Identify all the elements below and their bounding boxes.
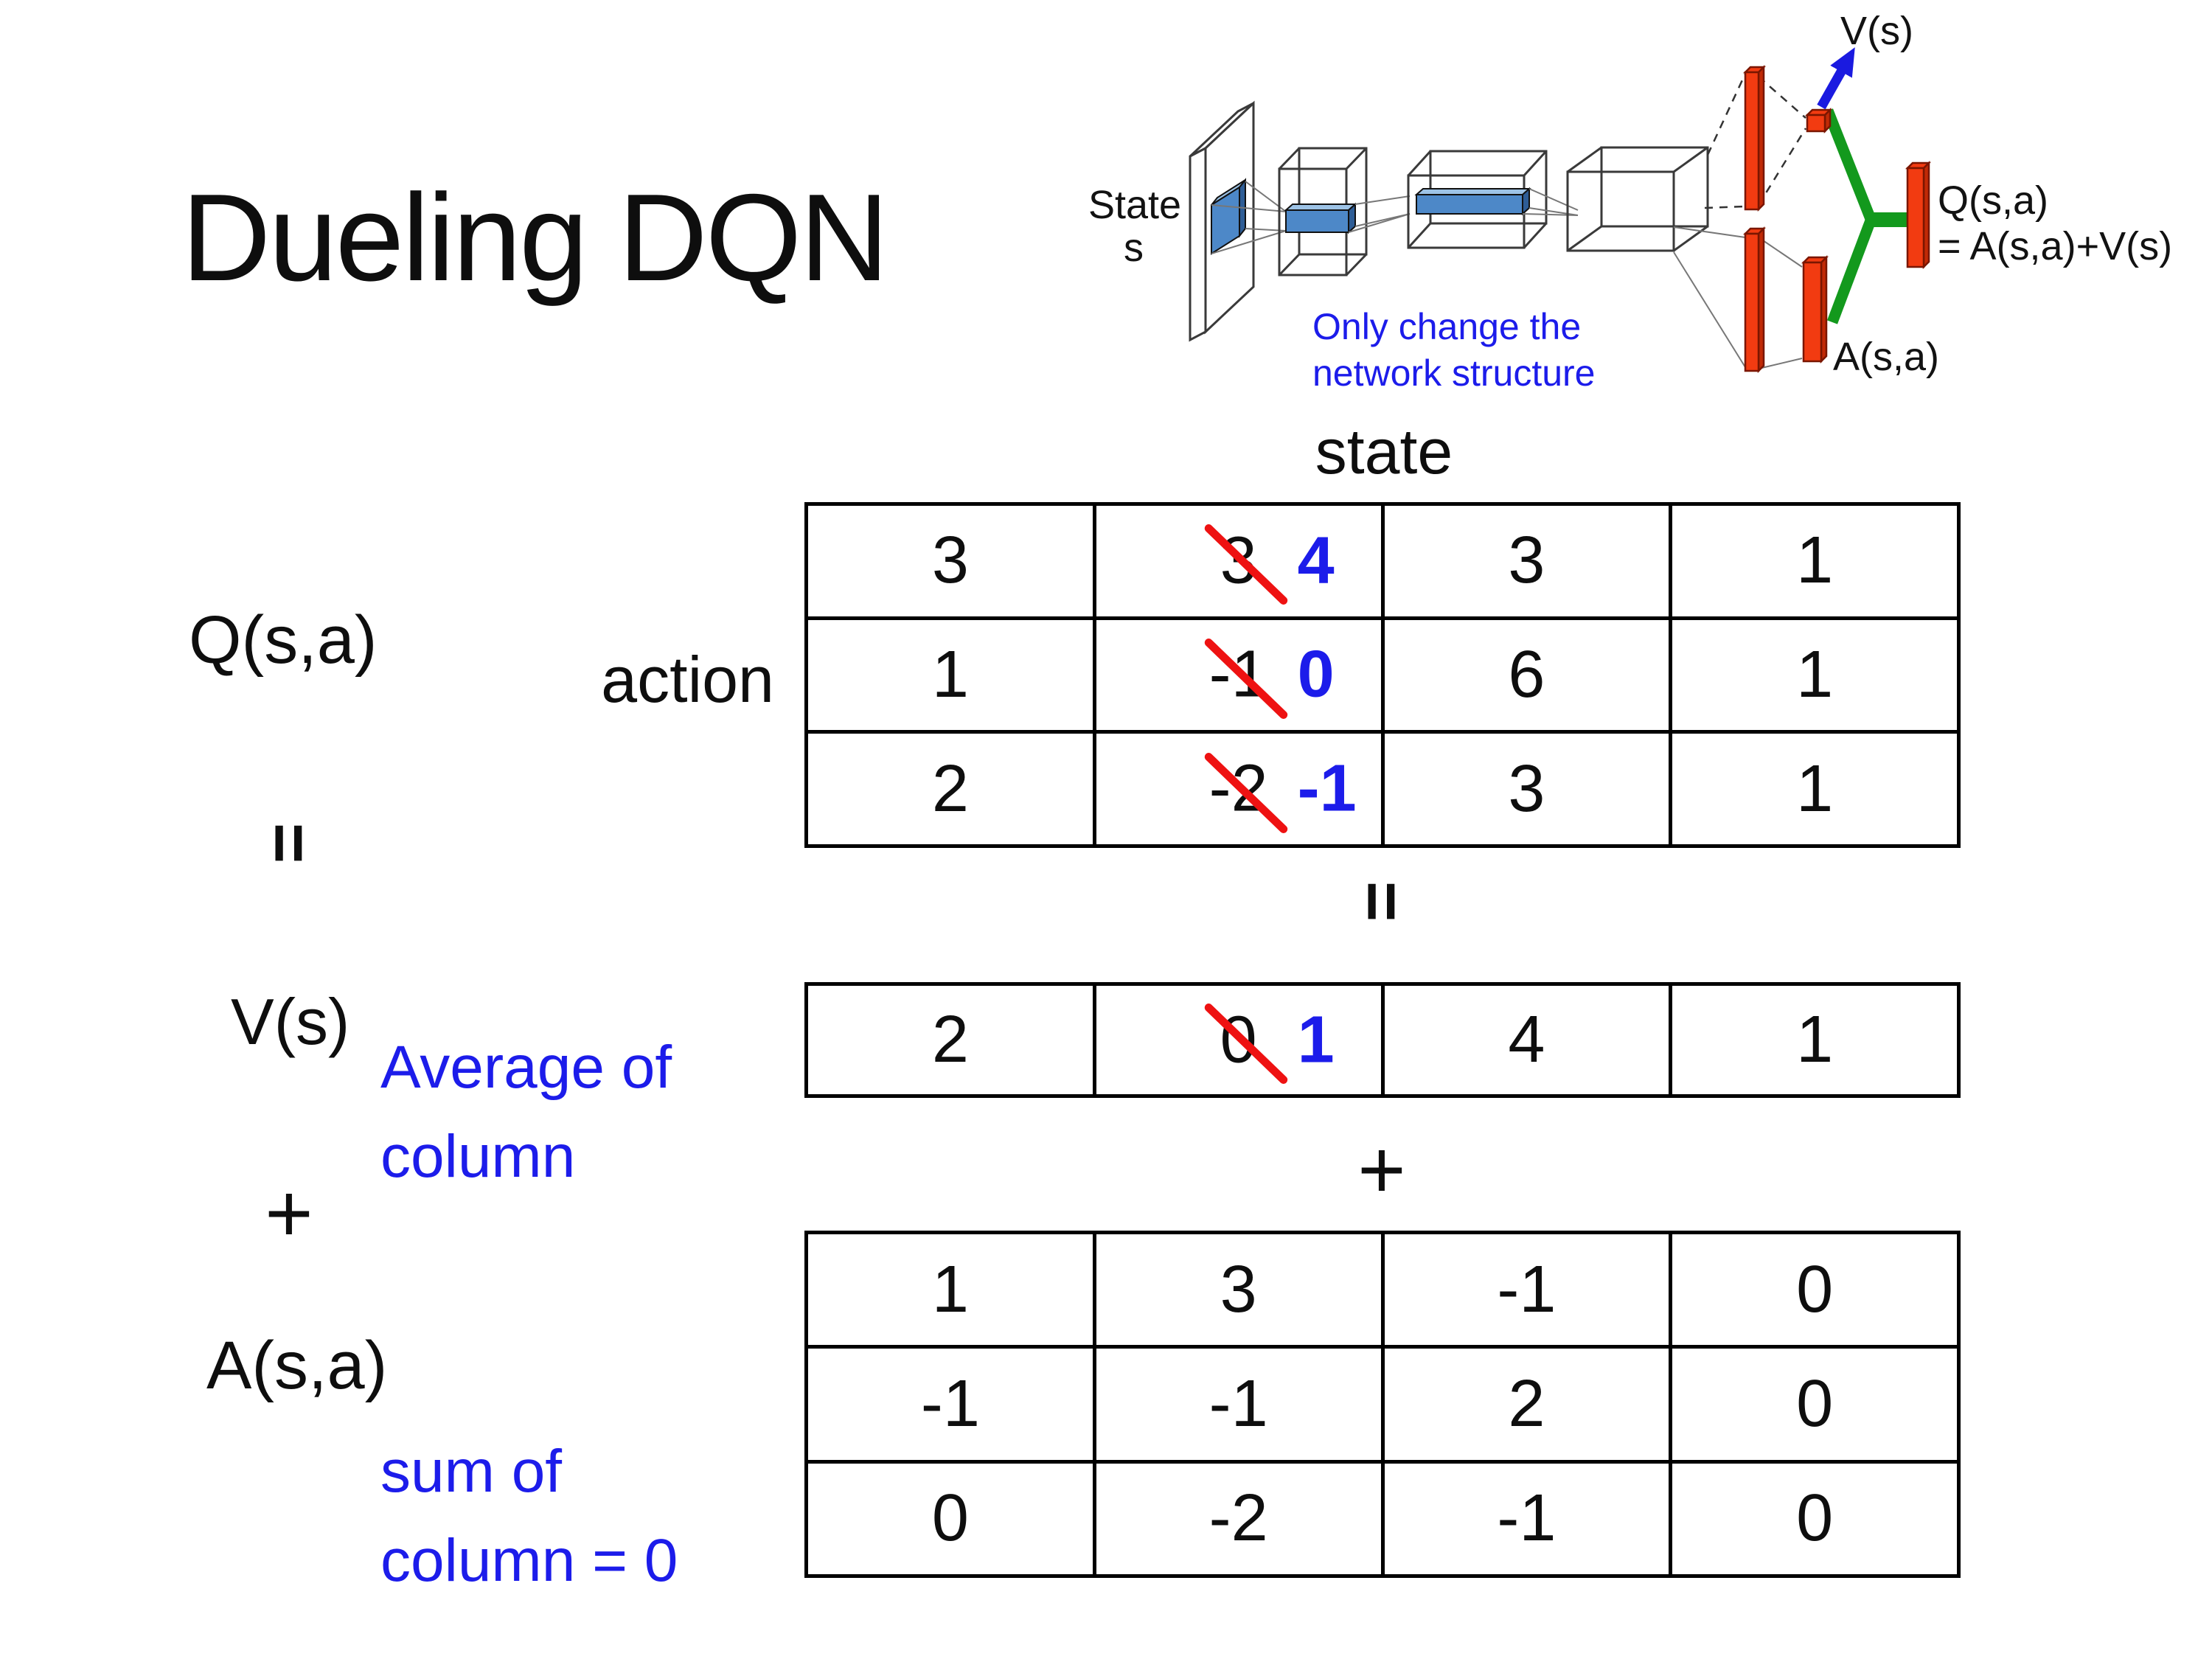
average-note: Average of column (380, 1023, 672, 1201)
equals-middle: = (1308, 849, 1455, 953)
q-cell-r3c3: 3 (1384, 734, 1673, 848)
projection-lines-2 (1348, 195, 1411, 233)
state-header: state (1315, 417, 1453, 487)
a-cell-r3c4: 0 (1672, 1463, 1961, 1578)
a-cell-r3c1: 0 (808, 1463, 1096, 1578)
q-cell-r2c3: 6 (1384, 619, 1673, 734)
merge-green-y (1823, 108, 1909, 324)
conv1-feature-bar (1284, 202, 1357, 234)
v-stream-hidden-bar (1742, 64, 1767, 212)
q-cell-r3c1: 2 (808, 734, 1096, 848)
v-cell-c2: 0 1 (1096, 986, 1385, 1098)
q-output-bar (1905, 160, 1932, 270)
fan-lines-solid (1673, 226, 1746, 368)
plus-left-glyph: + (265, 1167, 313, 1259)
fc-cube (1566, 146, 1709, 252)
a-cell-r3c2: -2 (1096, 1463, 1385, 1578)
q-function-label: Q(s,a) (189, 602, 378, 678)
action-label: action (601, 643, 774, 716)
a-cell-r1c4: 0 (1672, 1234, 1961, 1349)
diagram-note-line1: Only change the (1312, 306, 1581, 347)
v-cell-c4: 1 (1672, 986, 1961, 1098)
plus-middle: + (1308, 1119, 1455, 1222)
new-value: 1 (1297, 1003, 1335, 1077)
average-note-line1: Average of (380, 1034, 672, 1101)
diagram-state-s-label: s (1124, 226, 1144, 270)
v-function-label: V(s) (231, 985, 350, 1058)
v-cell-c1: 2 (808, 986, 1096, 1098)
old-value: -1 (1203, 636, 1290, 721)
equals-left: = (230, 795, 348, 891)
new-value: 4 (1297, 524, 1335, 598)
a-cell-r1c2: 3 (1096, 1234, 1385, 1349)
v-cell-c3: 4 (1384, 986, 1673, 1098)
q-cell-r2c2: -1 0 (1096, 619, 1385, 734)
a-table: 1 3 -1 0 -1 -1 2 0 0 -2 -1 0 (804, 1231, 1961, 1578)
a-cell-r2c4: 0 (1672, 1349, 1961, 1464)
conv-filter-box (1211, 178, 1246, 255)
q-cell-r1c1: 3 (808, 506, 1096, 620)
a-cell-r2c2: -1 (1096, 1349, 1385, 1464)
diagram-v-label: V(s) (1840, 9, 1913, 53)
sum-note-line2: column = 0 (380, 1526, 678, 1594)
old-value: -2 (1203, 751, 1290, 835)
new-value: -1 (1297, 751, 1357, 826)
a-stream-hidden-bar (1742, 226, 1767, 374)
v-stream-dashed-links (1757, 76, 1807, 206)
equals-middle-glyph: = (1343, 880, 1422, 922)
diagram-q-label-line2: = A(s,a)+V(s) (1938, 224, 2172, 268)
q-table: 3 3 4 3 1 1 -1 0 6 1 2 -2 -1 3 1 (804, 502, 1961, 848)
plus-left: + (230, 1162, 348, 1265)
old-value: 0 (1203, 1001, 1290, 1086)
a-cell-r3c3: -1 (1384, 1463, 1673, 1578)
average-note-line2: column (380, 1122, 576, 1190)
q-cell-r2c4: 1 (1672, 619, 1961, 734)
q-cell-r2c1: 1 (808, 619, 1096, 734)
advantage-vector-bar (1801, 254, 1829, 364)
a-cell-r2c3: 2 (1384, 1349, 1673, 1464)
a-cell-r1c1: 1 (808, 1234, 1096, 1349)
plus-middle-glyph: + (1357, 1124, 1406, 1216)
q-cell-r3c2: -2 -1 (1096, 734, 1385, 848)
v-output-arrow-icon (1817, 47, 1855, 110)
equals-left-glyph: = (250, 822, 329, 863)
diagram-a-label: A(s,a) (1833, 335, 1939, 379)
q-cell-r1c4: 1 (1672, 506, 1961, 620)
diagram-state-label: State (1088, 183, 1181, 227)
v-scalar-box (1804, 107, 1833, 134)
a-stream-links (1758, 237, 1803, 369)
a-function-label: A(s,a) (206, 1328, 388, 1403)
conv2-feature-bar (1414, 187, 1531, 216)
sum-note-line1: sum of (380, 1438, 563, 1505)
fan-lines-dashed (1704, 73, 1747, 209)
sum-note: sum of column = 0 (380, 1427, 678, 1605)
q-cell-r1c3: 3 (1384, 506, 1673, 620)
network-diagram: State s V(s) Q(s,a) = A(s,a)+V(s) A(s,a)… (1088, 9, 2172, 394)
page-title: Dueling DQN (181, 168, 889, 307)
old-value: 3 (1203, 523, 1290, 607)
q-cell-r1c2: 3 4 (1096, 506, 1385, 620)
diagram-note-line2: network structure (1312, 352, 1595, 394)
diagram-q-label-line1: Q(s,a) (1938, 178, 2048, 223)
new-value: 0 (1297, 637, 1335, 712)
q-cell-r3c4: 1 (1672, 734, 1961, 848)
projection-lines-3 (1522, 188, 1579, 216)
v-table: 2 0 1 4 1 (804, 982, 1961, 1098)
a-cell-r2c1: -1 (808, 1349, 1096, 1464)
conv2-cube (1407, 150, 1548, 249)
a-cell-r1c3: -1 (1384, 1234, 1673, 1349)
